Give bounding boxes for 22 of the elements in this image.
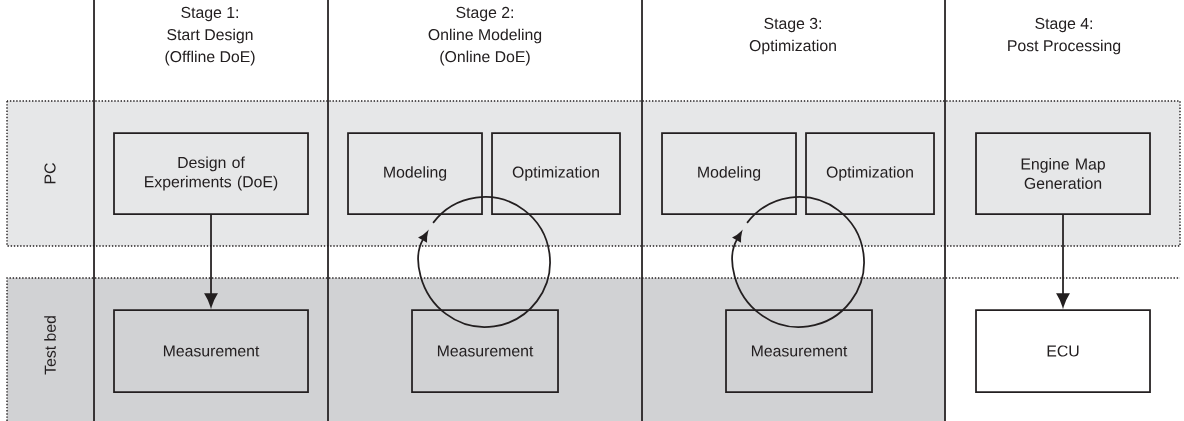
process-box: Engine Map Generation xyxy=(975,132,1151,215)
stage-heading: Online Modeling xyxy=(428,28,542,44)
arrow xyxy=(1056,214,1070,307)
stage-heading: Stage 3: xyxy=(764,17,821,33)
stage-heading: (Online DoE) xyxy=(440,50,530,66)
stage-heading: Optimization xyxy=(749,39,836,55)
stage-heading: Start Design xyxy=(167,28,253,44)
process-box: Measurement xyxy=(113,309,309,393)
process-box: Design of Experiments (DoE) xyxy=(113,132,309,215)
process-box: Measurement xyxy=(411,309,559,393)
stage-heading: (Offline DoE) xyxy=(165,50,255,66)
stage-heading: Stage 2: xyxy=(456,6,513,22)
process-box: ECU xyxy=(975,309,1151,393)
process-box: Measurement xyxy=(725,309,873,393)
process-box: Modeling xyxy=(661,132,797,215)
stage-heading: Stage 4: xyxy=(1035,17,1092,33)
process-box: Optimization xyxy=(805,132,935,215)
stage-heading: Stage 1: xyxy=(181,6,238,22)
stage-heading: Post Processing xyxy=(1008,39,1121,55)
process-box: Optimization xyxy=(491,132,621,215)
arrow xyxy=(204,214,218,307)
process-box: Modeling xyxy=(347,132,483,215)
